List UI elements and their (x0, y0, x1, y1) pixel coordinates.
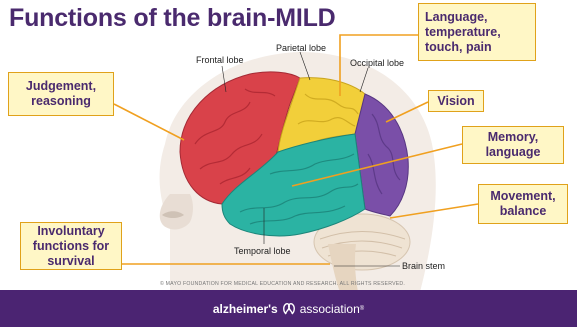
callout-memory: Memory, language (462, 126, 564, 164)
logo-registered-mark: ® (360, 306, 364, 312)
arrow-movement (390, 204, 478, 218)
logo-text-right: association (300, 302, 360, 316)
arrow-memory (292, 144, 462, 186)
callout-language: Language, temperature, touch, pain (418, 3, 536, 61)
arrow-language (340, 35, 418, 96)
leader-parietal (300, 52, 310, 80)
footer-bar: alzheimer's association ® (0, 290, 577, 327)
logo-text-left: alzheimer's (213, 302, 278, 316)
callout-judgement: Judgement, reasoning (8, 72, 114, 116)
leader-occipital (360, 68, 368, 92)
logo-mark-icon (281, 301, 297, 317)
arrow-judgement (114, 104, 184, 140)
callout-vision: Vision (428, 90, 484, 112)
leader-frontal (222, 66, 226, 92)
alzheimers-association-logo: alzheimer's association ® (213, 301, 364, 317)
arrow-vision (386, 102, 428, 122)
callout-involuntary: Involuntary functions for survival (20, 222, 122, 270)
callout-movement: Movement, balance (478, 184, 568, 224)
